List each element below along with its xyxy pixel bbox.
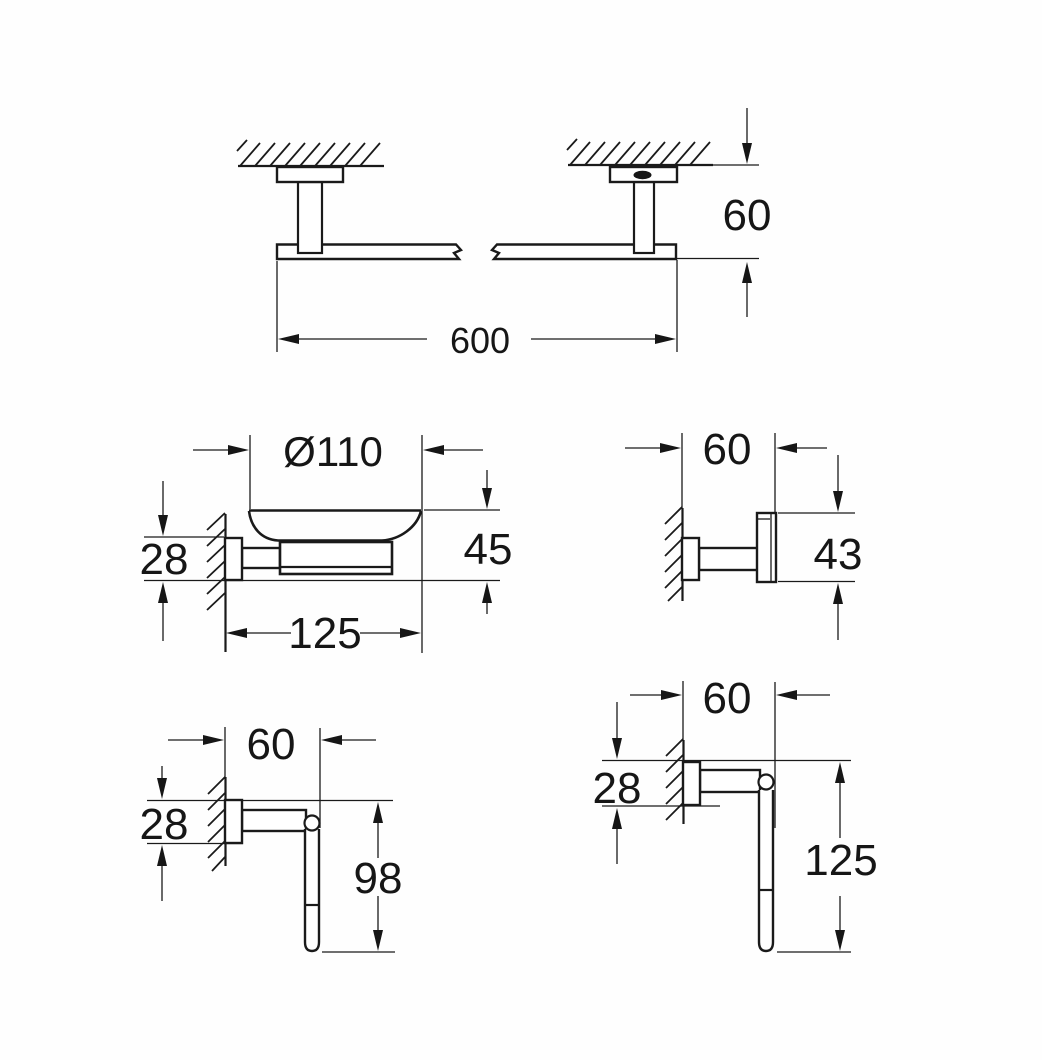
dim-label-hook-depth: 60: [703, 425, 752, 474]
dim-spare-rosette: 28: [593, 702, 642, 864]
soap-dish-bowl: [247, 509, 423, 542]
dim-label-holder-rosette: 28: [140, 800, 189, 849]
wall-hatching: [664, 506, 684, 602]
towel-rail: [275, 243, 678, 261]
wall-hatching: [665, 738, 685, 824]
dim-dish-depth: 125: [226, 609, 421, 658]
mounting-plate: [223, 536, 244, 582]
dim-label-dish-rosette: 28: [140, 535, 189, 584]
holder-arm: [240, 808, 308, 833]
hook-arm: [697, 546, 760, 572]
dim-dish-diameter: Ø110: [193, 428, 483, 475]
dim-label-holder-depth: 60: [247, 720, 296, 769]
pivot-circle: [757, 773, 775, 791]
dim-hook-depth: 60: [625, 425, 827, 474]
mounting-plate: [680, 536, 701, 582]
dim-label-dish-diameter: Ø110: [283, 428, 383, 475]
wall-hatching: [207, 776, 227, 872]
dim-label-spare-height: 125: [804, 836, 877, 885]
dim-towel-height: 60: [677, 108, 771, 317]
dim-hook-height: 43: [814, 455, 863, 640]
roll-pin: [757, 790, 775, 953]
roll-pin: [303, 829, 321, 953]
dim-label-towel-length: 600: [450, 320, 510, 361]
hook-body: [755, 511, 778, 584]
dim-holder-rosette: 28: [140, 766, 189, 901]
dim-label-hook-height: 43: [814, 530, 863, 579]
holder-arm: [698, 768, 762, 794]
wall-hatching: [206, 512, 227, 652]
dim-label-dish-height: 45: [464, 525, 513, 574]
soap-dish-view: Ø110 45 28 125: [140, 428, 513, 658]
dim-label-holder-height: 98: [354, 854, 403, 903]
screw-slot: [633, 170, 652, 180]
dim-label-towel-height: 60: [723, 191, 772, 240]
wall-hatching-right: [566, 138, 759, 167]
dim-dish-rosette: 28: [140, 481, 189, 641]
spare-paper-holder-view: 60 28 125: [593, 674, 878, 953]
dim-towel-length: 600: [278, 320, 676, 361]
towel-bar-view: 60 600: [236, 108, 771, 361]
paper-holder-view: 60 28 98: [140, 720, 403, 953]
dim-label-dish-depth: 125: [288, 609, 361, 658]
dim-label-spare-rosette: 28: [593, 764, 642, 813]
dim-holder-height: 98: [354, 802, 403, 951]
dim-holder-depth: 60: [168, 720, 376, 769]
mounting-plate: [223, 798, 244, 845]
wall-hatching-left: [236, 139, 384, 168]
dim-dish-height: 45: [464, 470, 513, 614]
holder-ring: [278, 540, 394, 576]
mounting-post-left: [275, 165, 345, 255]
pivot-circle: [303, 814, 321, 832]
dim-label-spare-depth: 60: [703, 674, 752, 723]
robe-hook-view: 60 43: [625, 425, 862, 640]
dim-spare-height: 125: [804, 762, 878, 951]
mounting-post-right: [608, 165, 679, 255]
support-arm: [240, 546, 282, 570]
mounting-plate: [681, 760, 702, 807]
dim-spare-depth: 60: [630, 674, 830, 723]
